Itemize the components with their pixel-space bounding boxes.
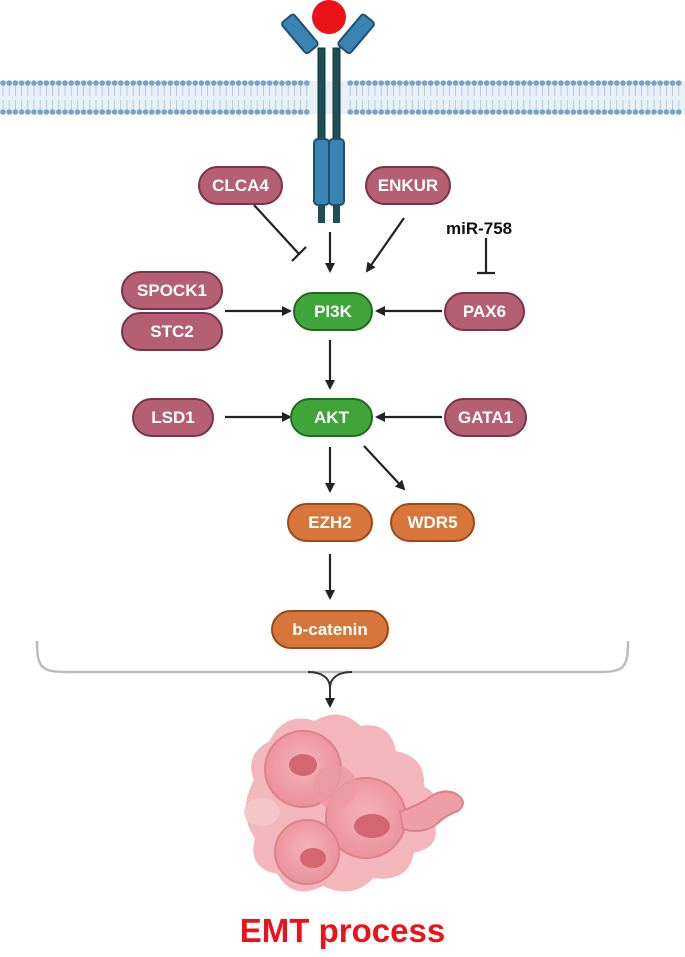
enkur-to-pi3k-arrow bbox=[365, 217, 405, 273]
ligand-icon bbox=[312, 0, 346, 34]
wdr5-node: WDR5 bbox=[390, 503, 475, 542]
mir758-label: miR-758 bbox=[446, 219, 513, 238]
ezh2-node: EZH2 bbox=[287, 503, 373, 542]
stc2-node: STC2 bbox=[121, 312, 223, 351]
tumor-cell-cluster-icon bbox=[244, 714, 464, 892]
receptor-icon bbox=[281, 13, 375, 223]
pax6-node: PAX6 bbox=[444, 292, 525, 331]
pi3k-node: PI3K bbox=[293, 292, 373, 331]
clca4-inhibition-bar bbox=[291, 246, 307, 262]
clca4-inhibits-pi3k bbox=[253, 204, 300, 255]
enkur-node: ENKUR bbox=[365, 166, 451, 205]
spock1-node: SPOCK1 bbox=[121, 271, 223, 310]
bcatenin-node: b-catenin bbox=[271, 610, 389, 649]
lsd1-node: LSD1 bbox=[132, 398, 214, 437]
gata1-node: GATA1 bbox=[444, 398, 527, 437]
akt-to-wdr5-arrow bbox=[363, 445, 406, 491]
emt-process-title: EMT process bbox=[239, 912, 446, 949]
convergence-bracket bbox=[35, 640, 630, 708]
clca4-node: CLCA4 bbox=[198, 166, 283, 205]
akt-node: AKT bbox=[290, 398, 373, 437]
cell-membrane bbox=[0, 80, 685, 115]
